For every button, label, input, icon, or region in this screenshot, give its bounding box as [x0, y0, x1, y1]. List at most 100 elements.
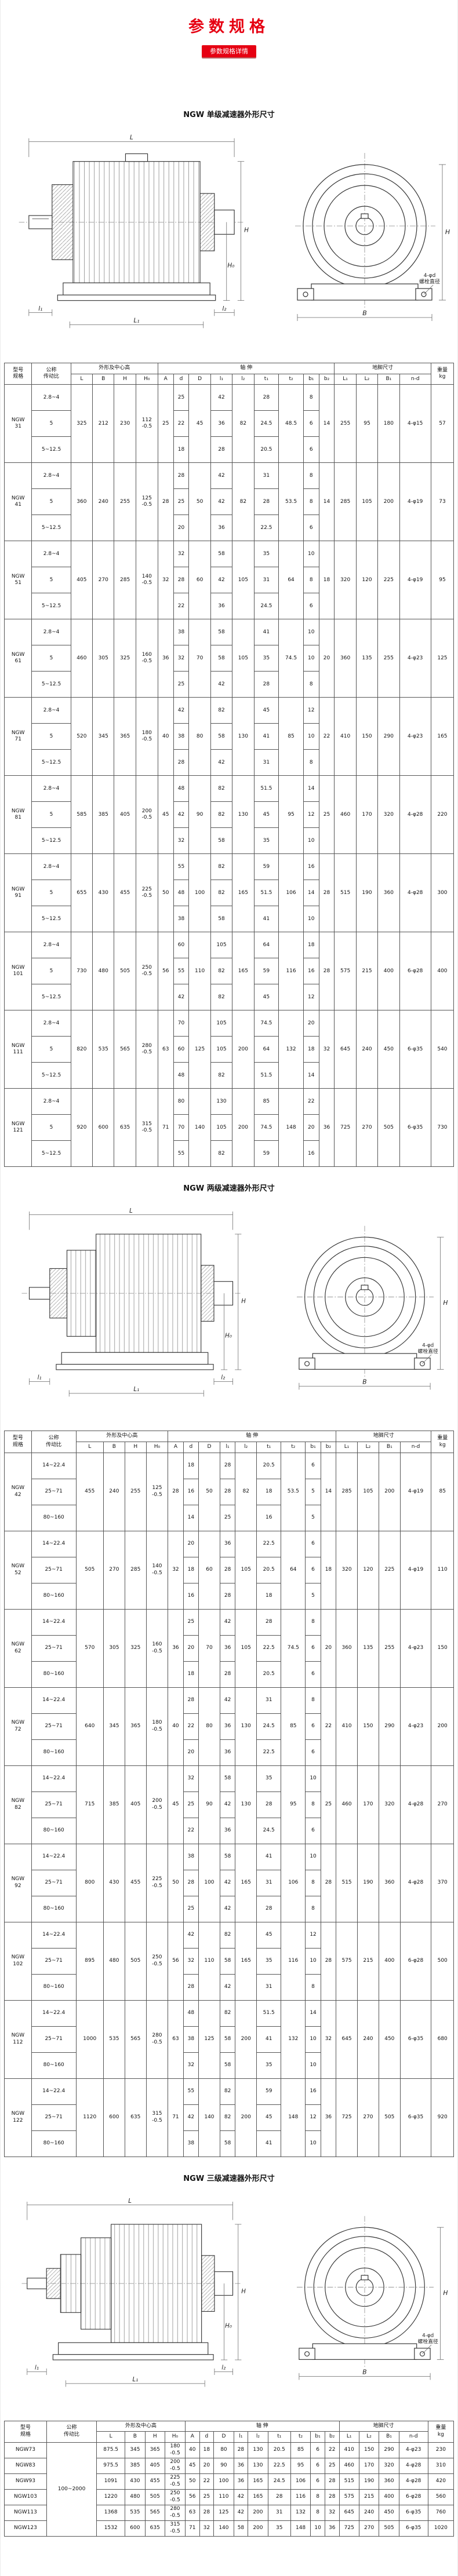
table-cell: 5	[31, 801, 71, 829]
table-cell: 20.5	[256, 1661, 282, 1688]
table-cell: 38	[173, 723, 190, 750]
table-cell: 8	[305, 1895, 321, 1922]
table-cell: 280 -0.5	[164, 2505, 186, 2522]
table-cell: 28	[256, 1608, 282, 1636]
two-stage-front-view-drawing: B H 4-φd 螺栓直径	[297, 1226, 448, 1390]
table-cell: 5~12.5	[31, 1062, 71, 1089]
table-cell: 400	[378, 1921, 401, 2001]
table-cell: 36	[219, 1713, 236, 1740]
table-header-cell: H	[114, 373, 136, 385]
table-cell: NGW 82	[4, 1765, 32, 1844]
table-cell: 132	[278, 1010, 304, 1089]
table-cell: 600	[103, 2078, 125, 2157]
two-stage-side-view-drawing: L l₁ l₂ L₁ H₀ H	[21, 1208, 246, 1397]
table-cell: 22.5	[256, 1530, 282, 1557]
table-cell: 42	[219, 1895, 236, 1922]
table-cell: 24.5	[256, 1713, 282, 1740]
table-cell: 28	[219, 1582, 236, 1610]
table-cell: 130	[235, 1687, 257, 1766]
table-cell: 8	[305, 1608, 321, 1636]
table-cell: 82	[210, 853, 233, 881]
table-cell: 130	[248, 2442, 268, 2459]
table-cell: 6	[305, 1817, 321, 1844]
table-cell: 200	[378, 1452, 401, 1531]
table-cell: 110	[198, 1921, 220, 2001]
table-cell: 36	[168, 1608, 184, 1688]
table-cell: 365	[144, 2442, 165, 2459]
table-header-cell: b₂	[320, 1442, 337, 1453]
table-cell: 5	[31, 410, 71, 437]
table-cell: 4-φ28	[399, 1765, 432, 1844]
table-cell: 58	[219, 1765, 236, 1792]
table-cell: 4-φ23	[398, 2442, 428, 2459]
table-cell: 14	[303, 1062, 319, 1089]
table-cell: 325	[114, 619, 136, 698]
table-cell: 10	[303, 723, 319, 750]
table-cell: 70	[188, 619, 211, 698]
table-cell: 18	[183, 1661, 199, 1688]
table-cell: 42	[233, 2489, 249, 2506]
table-cell: 45	[253, 801, 279, 829]
table-cell: 31	[253, 567, 279, 594]
table-cell: 28	[324, 2489, 340, 2506]
table-cell: 760	[427, 2505, 455, 2522]
table-cell: 10	[303, 906, 319, 933]
table-cell: 50	[184, 2473, 200, 2490]
table-header-cell: 公称 传动比	[46, 2420, 97, 2443]
table-cell: NGW 102	[4, 1921, 32, 2001]
table-cell: 515	[336, 1843, 358, 1922]
table-cell: 285	[124, 1530, 147, 1610]
table-cell: 42	[173, 984, 190, 1011]
table-header-cell: t₂	[281, 1442, 306, 1453]
table-cell: 25~71	[31, 1634, 77, 1662]
dim-label-L: L	[128, 2198, 132, 2205]
table-cell: 170	[355, 775, 379, 855]
single-stage-section: NGW 单级减速器外形尺寸	[3, 108, 455, 1167]
table-header-cell: H₀	[146, 1442, 169, 1453]
table-cell: 31	[256, 1687, 282, 1714]
table-cell: 18	[199, 2442, 215, 2459]
dim-label-l1: l₁	[38, 305, 42, 312]
table-cell: 22	[199, 2473, 215, 2490]
table-cell: 25	[157, 384, 174, 464]
bolt-qty-label: 4-φd	[422, 2333, 434, 2338]
table-cell: 975.5	[96, 2458, 126, 2475]
table-cell: 6	[305, 1739, 321, 1766]
table-cell: 305	[92, 619, 115, 698]
table-cell: 6-φ35	[399, 1999, 432, 2079]
table-cell: 535	[125, 2505, 146, 2522]
table-cell: 5	[31, 645, 71, 672]
table-cell: 55	[183, 2078, 199, 2105]
table-cell: 730	[70, 932, 93, 1011]
table-cell: 25	[219, 1504, 236, 1531]
table-cell: 820	[70, 1010, 93, 1089]
bolt-diameter-label: 螺栓直径	[419, 278, 440, 285]
table-cell: 240	[103, 1452, 125, 1531]
table-cell: 58	[219, 2052, 236, 2079]
table-cell: 8	[305, 1687, 321, 1714]
table-cell: 5~12.5	[31, 515, 71, 542]
table-cell: 2.8~4	[31, 775, 71, 802]
table-cell: 125	[430, 619, 455, 698]
table-cell: 4-φ23	[399, 619, 431, 698]
table-header-cell: n-d	[399, 373, 431, 385]
table-cell: 25	[183, 1608, 199, 1636]
table-cell: 82	[210, 984, 233, 1011]
table-cell: 80~160	[31, 1817, 77, 1844]
table-cell: 255	[377, 619, 400, 698]
table-cell: 32	[168, 1530, 184, 1610]
single-stage-side-view-drawing: L l₁ l₂ L₁ H₀ H	[19, 134, 249, 329]
table-cell: 200	[248, 2520, 268, 2537]
table-cell: 170	[358, 2458, 380, 2475]
table-header-cell: 轴 伸	[168, 1431, 337, 1443]
table-cell: 250 -0.5	[135, 932, 158, 1011]
table-cell: 2.8~4	[31, 932, 71, 959]
table-cell: 1220	[96, 2489, 126, 2506]
